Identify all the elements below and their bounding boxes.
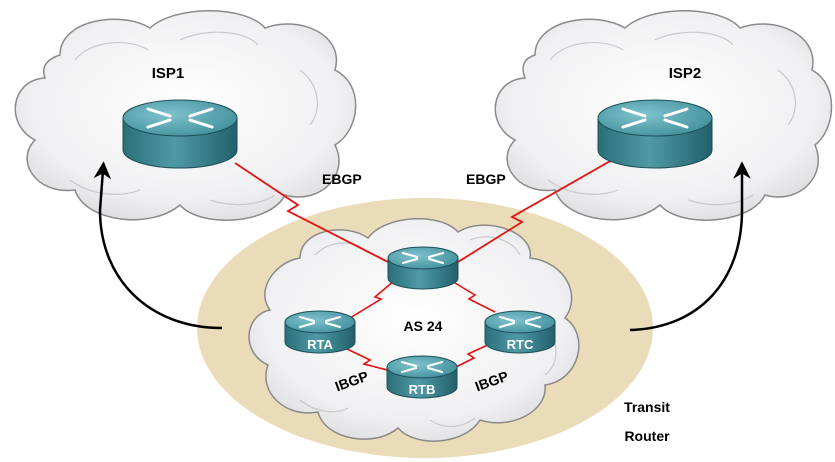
ebgp-link-left: [234, 162, 389, 263]
isp1-router-icon: [122, 99, 238, 169]
as-label: AS 24: [404, 318, 443, 334]
rta-router-icon: [284, 310, 356, 354]
rta-label: RTA: [307, 337, 333, 352]
transit-label-line1: Transit: [624, 399, 670, 415]
rtc-router-icon: [484, 310, 556, 354]
isp1-label: ISP1: [152, 65, 185, 82]
ebgp-left-label: EBGP: [322, 171, 362, 187]
link-top-rta: [349, 279, 396, 319]
rtc-label: RTC: [507, 337, 534, 352]
link-top-rtc: [454, 282, 496, 313]
as24-cloud: [248, 217, 580, 442]
ebgp-right-label: EBGP: [466, 171, 506, 187]
transit-label-line2: Router: [624, 428, 670, 444]
isp2-label: ISP2: [669, 65, 702, 82]
link-rtb-rtc: [449, 342, 493, 371]
arrow-to-isp1: [93, 161, 223, 330]
arrow-to-isp2: [629, 161, 751, 332]
isp2-router-icon: [597, 99, 713, 169]
ebgp-link-right: [457, 159, 613, 263]
transit-router-icon: [387, 246, 459, 290]
rtb-label: RTB: [409, 382, 436, 397]
link-rta-rtb: [344, 347, 396, 373]
rtb-router-icon: [386, 355, 458, 399]
